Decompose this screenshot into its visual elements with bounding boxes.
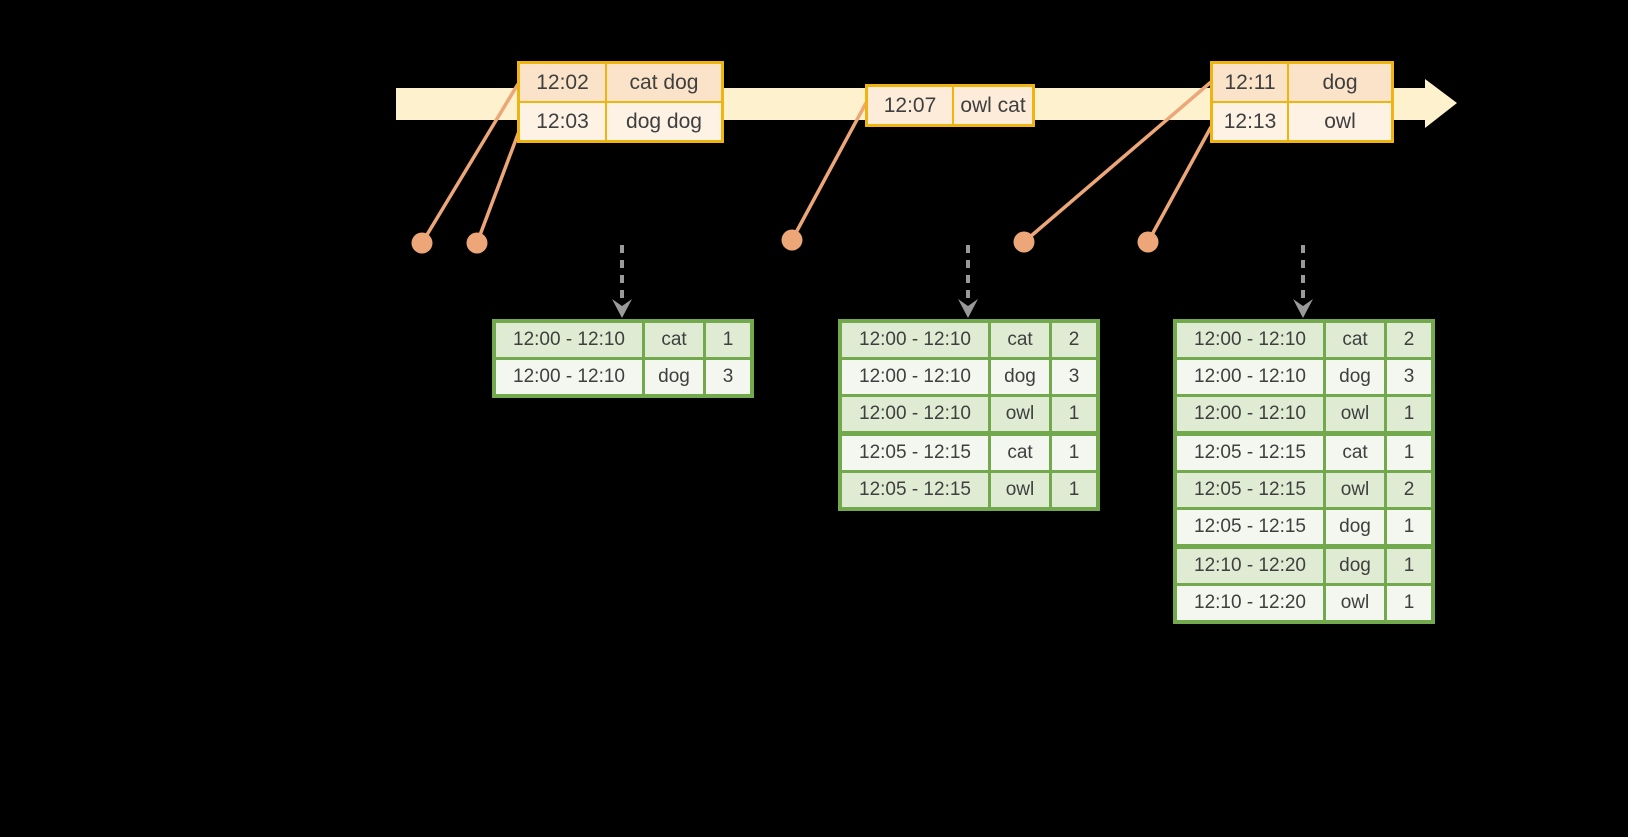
event-time: 12:02 — [520, 64, 605, 101]
event-dot — [1137, 231, 1159, 253]
event-row: 12:02 cat dog — [520, 64, 721, 101]
result-word: owl — [1326, 586, 1384, 620]
result-row: 12:10 - 12:20 dog 1 — [1177, 549, 1431, 583]
result-word: dog — [1326, 510, 1384, 544]
result-word: cat — [645, 323, 703, 357]
result-window: 12:05 - 12:15 — [1177, 436, 1323, 470]
event-time: 12:11 — [1213, 64, 1287, 101]
event-words: owl cat — [954, 87, 1032, 124]
result-table-2: 12:00 - 12:10 cat 2 12:00 - 12:10 dog 3 … — [838, 319, 1100, 511]
event-table-1211: 12:11 dog 12:13 owl — [1210, 61, 1394, 143]
result-count: 2 — [1387, 323, 1431, 357]
result-word: dog — [645, 360, 703, 394]
result-row: 12:00 - 12:10 dog 3 — [842, 360, 1096, 394]
result-window: 12:00 - 12:10 — [842, 397, 988, 431]
event-table-1202: 12:02 cat dog 12:03 dog dog — [517, 61, 724, 143]
event-time: 12:13 — [1213, 103, 1287, 140]
event-dot — [781, 229, 803, 251]
result-row: 12:05 - 12:15 cat 1 — [1177, 436, 1431, 470]
result-window: 12:10 - 12:20 — [1177, 586, 1323, 620]
result-count: 2 — [1387, 473, 1431, 507]
connector-line — [475, 125, 523, 244]
result-row: 12:00 - 12:10 cat 2 — [1177, 323, 1431, 357]
result-count: 1 — [1052, 473, 1096, 507]
result-count: 3 — [706, 360, 750, 394]
result-row: 12:05 - 12:15 owl 1 — [842, 473, 1096, 507]
result-window: 12:00 - 12:10 — [842, 323, 988, 357]
result-window: 12:00 - 12:10 — [842, 360, 988, 394]
event-row: 12:03 dog dog — [520, 103, 721, 140]
result-count: 2 — [1052, 323, 1096, 357]
result-word: dog — [1326, 360, 1384, 394]
event-row: 12:11 dog — [1213, 64, 1391, 101]
result-word: dog — [991, 360, 1049, 394]
result-row: 12:05 - 12:15 dog 1 — [1177, 510, 1431, 544]
result-row: 12:05 - 12:15 cat 1 — [842, 436, 1096, 470]
result-count: 1 — [1387, 549, 1431, 583]
result-count: 1 — [1387, 436, 1431, 470]
result-window: 12:00 - 12:10 — [496, 323, 642, 357]
result-word: owl — [991, 397, 1049, 431]
event-time: 12:03 — [520, 103, 605, 140]
connector-line — [420, 83, 520, 244]
event-time: 12:07 — [868, 87, 952, 124]
result-word: cat — [991, 436, 1049, 470]
event-words: owl — [1289, 103, 1391, 140]
result-word: cat — [991, 323, 1049, 357]
result-count: 1 — [1387, 397, 1431, 431]
event-words: dog — [1289, 64, 1391, 101]
event-row: 12:13 owl — [1213, 103, 1391, 140]
result-row: 12:10 - 12:20 owl 1 — [1177, 586, 1431, 620]
event-table-1207: 12:07 owl cat — [865, 84, 1035, 127]
result-row: 12:00 - 12:10 cat 1 — [496, 323, 750, 357]
down-arrow-head-icon — [958, 299, 978, 318]
result-window: 12:05 - 12:15 — [1177, 473, 1323, 507]
result-window: 12:00 - 12:10 — [496, 360, 642, 394]
result-word: owl — [1326, 473, 1384, 507]
result-window: 12:05 - 12:15 — [842, 473, 988, 507]
result-window: 12:10 - 12:20 — [1177, 549, 1323, 583]
event-dot — [411, 232, 433, 254]
result-count: 3 — [1052, 360, 1096, 394]
result-window: 12:05 - 12:15 — [842, 436, 988, 470]
flow-arrows — [612, 245, 1313, 318]
result-count: 1 — [1387, 586, 1431, 620]
result-word: dog — [1326, 549, 1384, 583]
connector-line — [1146, 126, 1213, 243]
result-count: 1 — [1387, 510, 1431, 544]
result-count: 1 — [1052, 436, 1096, 470]
event-dot — [466, 232, 488, 254]
result-window: 12:00 - 12:10 — [1177, 360, 1323, 394]
result-row: 12:00 - 12:10 owl 1 — [842, 397, 1096, 431]
event-words: cat dog — [607, 64, 721, 101]
result-row: 12:00 - 12:10 dog 3 — [496, 360, 750, 394]
result-window: 12:05 - 12:15 — [1177, 510, 1323, 544]
result-window: 12:00 - 12:10 — [1177, 323, 1323, 357]
result-window: 12:00 - 12:10 — [1177, 397, 1323, 431]
result-word: cat — [1326, 436, 1384, 470]
result-row: 12:00 - 12:10 owl 1 — [1177, 397, 1431, 431]
event-row: 12:07 owl cat — [868, 87, 1032, 124]
down-arrow-head-icon — [1293, 299, 1313, 318]
result-table-1: 12:00 - 12:10 cat 1 12:00 - 12:10 dog 3 — [492, 319, 754, 398]
down-arrow-head-icon — [612, 299, 632, 318]
result-word: cat — [1326, 323, 1384, 357]
result-row: 12:05 - 12:15 owl 2 — [1177, 473, 1431, 507]
result-word: owl — [991, 473, 1049, 507]
event-words: dog dog — [607, 103, 721, 140]
connector-line — [790, 102, 868, 241]
result-table-3: 12:00 - 12:10 cat 2 12:00 - 12:10 dog 3 … — [1173, 319, 1435, 624]
result-row: 12:00 - 12:10 dog 3 — [1177, 360, 1431, 394]
result-count: 1 — [706, 323, 750, 357]
event-dot — [1013, 231, 1035, 253]
connector-line — [1022, 80, 1213, 244]
result-count: 1 — [1052, 397, 1096, 431]
result-word: owl — [1326, 397, 1384, 431]
result-count: 3 — [1387, 360, 1431, 394]
event-connectors — [411, 80, 1213, 254]
result-row: 12:00 - 12:10 cat 2 — [842, 323, 1096, 357]
